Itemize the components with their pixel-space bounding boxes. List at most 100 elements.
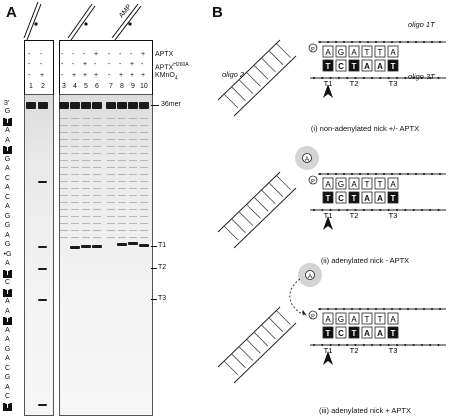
top-base-1: G xyxy=(338,315,344,324)
top-bead-1 xyxy=(326,40,330,44)
top-base-box-3 xyxy=(361,45,373,58)
bottom-bead-9 xyxy=(387,208,390,212)
top-base-1: G xyxy=(338,48,344,57)
bottom-bead-13 xyxy=(420,76,423,80)
smear-2-209 xyxy=(82,209,90,210)
oligo2-rung-7 xyxy=(276,175,291,190)
top-bead-11 xyxy=(406,40,410,44)
smear-4-167 xyxy=(107,167,115,168)
sign-kmno4-lane-5: + xyxy=(83,72,88,79)
lane-number-9: 9 xyxy=(131,83,135,90)
smear-7-223 xyxy=(140,223,148,224)
smear-7-167 xyxy=(140,167,148,168)
bottom-bead-1 xyxy=(321,343,324,347)
bottom-base-box-4 xyxy=(374,326,386,339)
nick-arrowhead xyxy=(323,216,333,230)
top-base-4: T xyxy=(378,48,383,57)
smear-1-125 xyxy=(71,125,79,126)
smear-5-174 xyxy=(118,174,126,175)
band-lane2-2 xyxy=(38,268,47,270)
smear-5-237 xyxy=(118,237,126,238)
sign-mutant-lane-7: - xyxy=(108,61,111,68)
bottom-base-1: C xyxy=(338,62,344,71)
sequence-base-26: A xyxy=(5,355,10,362)
oligo2-backbone-bottom xyxy=(233,55,297,117)
top-base-box-5 xyxy=(387,177,399,190)
sign-mutant-lane-2: - xyxy=(40,61,43,68)
sign-aptx-lane-8: - xyxy=(119,51,122,58)
smear-5-167 xyxy=(118,167,126,168)
substrate-icon-lanes-7-10 xyxy=(111,3,142,41)
smear-3-195 xyxy=(93,195,101,196)
bottom-bead-10 xyxy=(395,343,399,347)
t-label-1: T1 xyxy=(324,79,333,88)
smear-1-237 xyxy=(71,237,79,238)
oligo2-rung-1 xyxy=(231,218,246,234)
smear-7-174 xyxy=(140,174,148,175)
oligo2-rung-0 xyxy=(223,360,239,376)
top-base-0: A xyxy=(325,48,331,57)
oligo2-rung-2 xyxy=(238,79,254,94)
sequence-base-23: A xyxy=(5,326,10,334)
amp-symbol-released: A xyxy=(308,274,312,280)
caption-iii: (iii) adenylated nick + APTX xyxy=(319,406,411,415)
top-bead-6 xyxy=(366,172,370,176)
top-base-2: A xyxy=(351,315,357,324)
top-bead-15 xyxy=(438,307,442,311)
top-bead-7 xyxy=(374,40,378,44)
top-bead-12 xyxy=(414,307,418,311)
band-tick-t2 xyxy=(151,268,157,269)
top-base-box-5 xyxy=(387,312,399,325)
phosphate-circle xyxy=(308,43,318,53)
smear-4-202 xyxy=(107,202,115,203)
smear-0-230 xyxy=(60,230,68,231)
lane-number-5: 5 xyxy=(84,83,88,90)
band-lane2-0 xyxy=(38,181,47,183)
smear-3-230 xyxy=(93,230,101,231)
smear-6-118 xyxy=(129,118,137,119)
oligo2-rung-5 xyxy=(261,189,276,205)
oligo2-rung-4 xyxy=(253,331,269,347)
bottom-bead-7 xyxy=(371,343,374,347)
smear-5-209 xyxy=(118,209,126,210)
oligo2-rung-4 xyxy=(253,196,269,212)
top-base-box-2 xyxy=(348,312,360,325)
smear-0-125 xyxy=(60,125,68,126)
bottom-bead-7 xyxy=(371,76,374,80)
sign-kmno4-lane-2: + xyxy=(40,72,45,79)
smear-6-132 xyxy=(129,132,137,133)
smear-0-153 xyxy=(60,153,68,154)
sequence-end-label: 3' xyxy=(4,100,10,107)
nick-arrowhead xyxy=(323,351,333,365)
smear-3-139 xyxy=(93,139,101,140)
top-base-1: G xyxy=(338,180,344,189)
smear-3-146 xyxy=(93,146,101,147)
sequence-base-22: T xyxy=(3,317,12,325)
bottom-base-3: A xyxy=(364,194,370,203)
bottom-bead-13 xyxy=(420,343,423,347)
amp-circle-released xyxy=(305,270,315,280)
bottom-bead-6 xyxy=(362,208,365,212)
smear-1-139 xyxy=(71,139,79,140)
bottom-bead-0 xyxy=(312,76,316,80)
top-bead-14 xyxy=(430,172,434,176)
bottom-base-box-3 xyxy=(361,326,373,339)
bottom-bead-3 xyxy=(337,76,340,80)
lane-box-left xyxy=(24,40,54,95)
lane-number-6: 6 xyxy=(95,83,99,90)
smear-4-237 xyxy=(107,237,115,238)
oligo-1t-label: oligo 1T xyxy=(408,20,435,29)
smear-1-181 xyxy=(71,181,79,182)
smear-1-216 xyxy=(71,216,79,217)
top-bead-0 xyxy=(318,40,322,44)
bottom-bead-0 xyxy=(312,343,316,347)
row-label-aptx: APTX xyxy=(155,51,174,58)
smear-2-174 xyxy=(82,174,90,175)
band-t1-0 xyxy=(70,246,80,249)
top-bead-11 xyxy=(406,172,410,176)
smear-7-118 xyxy=(140,118,148,119)
size-label-36mer: 36mer xyxy=(161,101,181,108)
sign-mutant-lane-1: - xyxy=(28,61,31,68)
row-label-kmno4: KMnO4 xyxy=(155,72,178,82)
top-bead-6 xyxy=(366,307,370,311)
